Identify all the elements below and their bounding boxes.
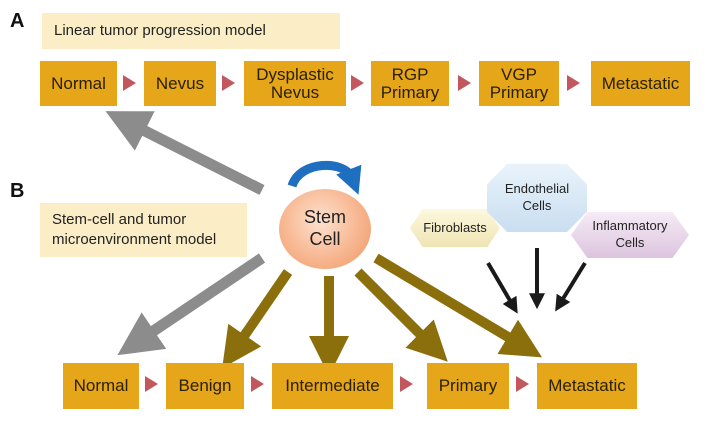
black-arrow-inflammatory xyxy=(555,261,587,312)
fibroblasts-node: Fibroblasts xyxy=(410,209,500,247)
separator-triangle-icon xyxy=(351,75,364,91)
olive-arrow-to-primary xyxy=(354,268,448,362)
panel-b-stage-benign: Benign xyxy=(166,363,244,409)
olive-arrow-to-benign xyxy=(222,269,293,369)
panel-a-stage-normal: Normal xyxy=(40,61,117,106)
panel-a-stage-nevus: Nevus xyxy=(144,61,216,106)
black-arrow-fibroblasts xyxy=(486,261,518,314)
panel-a-model-label: Linear tumor progression model xyxy=(42,13,340,49)
separator-triangle-icon xyxy=(222,75,235,91)
panel-a-stage-dysplastic-nevus: Dysplastic Nevus xyxy=(244,61,346,106)
self-renewal-arrow xyxy=(287,161,362,195)
panel-b-stage-intermediate: Intermediate xyxy=(272,363,393,409)
panel-b-stage-primary: Primary xyxy=(427,363,509,409)
panel-a-stage-metastatic: Metastatic xyxy=(591,61,690,106)
inflammatory-cells-node: Inflammatory Cells xyxy=(571,212,689,258)
separator-triangle-icon xyxy=(458,75,471,91)
panel-b-stage-metastatic: Metastatic xyxy=(537,363,637,409)
panel-b-model-label: Stem-cell and tumor microenvironment mod… xyxy=(40,203,247,257)
stem-cell-node: Stem Cell xyxy=(279,189,371,269)
separator-triangle-icon xyxy=(145,376,158,392)
panel-b-stage-normal: Normal xyxy=(63,363,139,409)
endothelial-cells-node: Endothelial Cells xyxy=(487,164,587,232)
olive-arrow-to-metastatic xyxy=(373,253,543,358)
panel-b-letter: B xyxy=(10,180,25,202)
panel-a-letter: A xyxy=(10,10,25,32)
gray-arrow-to-panel-a xyxy=(105,111,265,195)
panel-a-stage-rgp-primary: RGP Primary xyxy=(371,61,449,106)
gray-arrow-to-normal xyxy=(117,253,266,356)
separator-triangle-icon xyxy=(516,376,529,392)
separator-triangle-icon xyxy=(567,75,580,91)
separator-triangle-icon xyxy=(251,376,264,392)
panel-a-stage-vgp-primary: VGP Primary xyxy=(479,61,559,106)
separator-triangle-icon xyxy=(400,376,413,392)
separator-triangle-icon xyxy=(123,75,136,91)
